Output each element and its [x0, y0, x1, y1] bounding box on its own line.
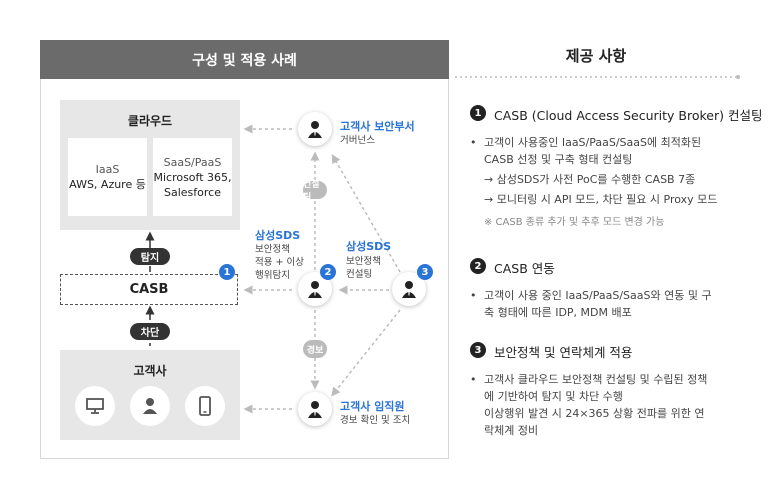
cloud-box: 클라우드 IaaS AWS, Azure 등 SaaS/PaaS Microso… [60, 100, 240, 230]
section-1-badge: 1 [470, 105, 486, 121]
badge-2: 2 [320, 264, 336, 280]
mobile-device [185, 386, 225, 426]
provided-items-title: 제공 사항 [565, 46, 627, 65]
section-3-line-4: 락체계 정비 [484, 424, 539, 437]
section-3-body: • 고객사 클라우드 보안정책 컨설팅 및 수립된 정책 에 기반하여 탐지 및… [470, 371, 740, 439]
iaas-card: IaaS AWS, Azure 등 [68, 138, 147, 216]
monitor-icon [86, 398, 104, 414]
alert-label: 경보 [303, 340, 327, 358]
user-icon [143, 398, 157, 414]
security-dept-desc: 거버넌스 [340, 135, 375, 146]
section-1-line-3: → 삼성SDS가 사전 PoC를 수행한 CASB 7종 [484, 173, 696, 186]
iaas-examples: AWS, Azure 등 [69, 178, 146, 191]
section-2-body: • 고객이 사용 중인 IaaS/PaaS/SaaS와 연동 및 구 축 형태에… [470, 287, 740, 321]
customer-box: 고객사 [60, 350, 240, 440]
section-1-line-1: 고객이 사용중인 IaaS/PaaS/SaaS에 최적화된 [484, 136, 702, 149]
section-2-line-1: 고객이 사용 중인 IaaS/PaaS/SaaS와 연동 및 구 [484, 289, 712, 302]
saas-card: SaaS/PaaS Microsoft 365, Salesforce [153, 138, 232, 216]
section-1-line-2: CASB 선정 및 구축 형태 컨설팅 [484, 153, 633, 166]
badge-3: 3 [417, 264, 433, 280]
person-icon [402, 281, 416, 298]
security-dept-node [298, 112, 332, 146]
section-2-badge: 2 [470, 258, 486, 274]
person-icon [308, 121, 322, 138]
diagram-panel-title: 구성 및 적용 사례 [40, 40, 449, 79]
section-1-title: CASB (Cloud Access Security Broker) 컨설팅 [494, 108, 763, 123]
section-2-line-2: 축 형태에 따른 IDP, MDM 배포 [484, 306, 632, 319]
section-3-line-1: 고객사 클라우드 보안정책 컨설팅 및 수립된 정책 [484, 373, 708, 386]
sds-policy-desc-2: 적용 + 이상 [255, 257, 304, 268]
person-icon [308, 401, 322, 418]
sds-policy-desc-3: 행위탐지 [255, 270, 290, 281]
badge-1: 1 [219, 264, 235, 280]
consult-label: 컨설팅 [303, 180, 327, 203]
casb-box: CASB [60, 274, 238, 305]
cloud-title: 클라우드 [127, 114, 173, 128]
section-3-line-2: 에 기반하여 탐지 및 차단 수행 [484, 390, 623, 403]
sds-consult-desc-2: 컨설팅 [346, 269, 373, 280]
customer-title: 고객사 [133, 364, 167, 378]
monitor-device [75, 386, 115, 426]
security-dept-name: 고객사 보안부서 [340, 120, 415, 133]
detect-label: 탐지 [130, 248, 170, 265]
employees-name: 고객사 임직원 [340, 400, 405, 413]
section-3-title: 보안정책 및 연락체계 적용 [494, 345, 633, 360]
saas-example-1: Microsoft 365, [153, 170, 232, 184]
employees-desc: 경보 확인 및 조치 [340, 415, 411, 426]
block-label: 차단 [130, 323, 170, 340]
sds-consult-desc-1: 보안정책 [346, 256, 381, 267]
arrow-consult-to-security [331, 154, 401, 273]
section-3-badge: 3 [470, 342, 486, 358]
section-1-line-4: → 모니터링 시 API 모드, 차단 필요 시 Proxy 모드 [484, 193, 718, 206]
sds-policy-desc-1: 보안정책 [255, 244, 290, 255]
section-2-title: CASB 연동 [494, 261, 555, 276]
section-1-body: • 고객이 사용중인 IaaS/PaaS/SaaS에 최적화된 CASB 선정 … [470, 134, 740, 231]
user-device [130, 386, 170, 426]
arrow-consult-to-employees [331, 309, 401, 397]
saas-title: SaaS/PaaS [163, 155, 222, 169]
section-3-line-3: 이상행위 발견 시 24×365 상황 전파를 위한 연 [484, 407, 705, 420]
employees-node [298, 392, 332, 426]
iaas-title: IaaS [95, 163, 120, 176]
person-icon [308, 281, 322, 298]
section-1-note: ※ CASB 종류 추가 및 추후 모드 변경 가능 [484, 217, 665, 228]
mobile-icon [199, 396, 211, 416]
sds-consult-name: 삼성SDS [346, 240, 392, 253]
sds-policy-name: 삼성SDS [255, 229, 301, 242]
saas-example-2: Salesforce [164, 185, 221, 199]
